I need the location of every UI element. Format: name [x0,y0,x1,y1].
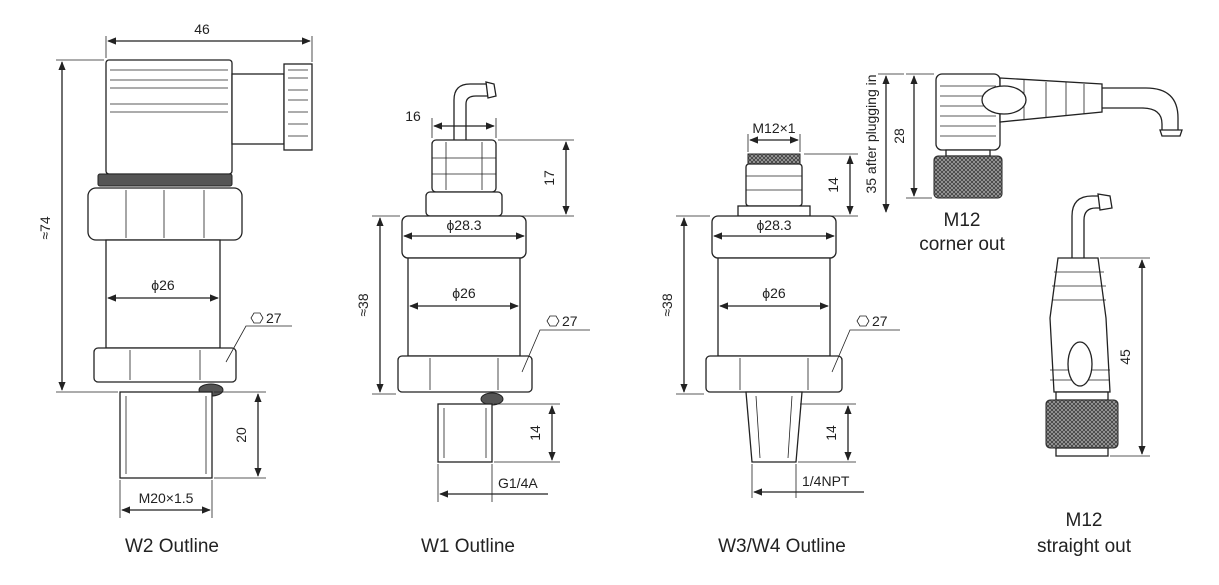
w2-connector-housing [105,59,233,175]
w1-oring [480,392,504,406]
w1-diameter-label: ϕ26 [452,285,476,301]
corner-height-label: 28 [891,128,907,144]
straight-tip [1055,447,1109,457]
w2-gland-ribs [288,69,308,137]
corner-caption-line2: corner out [919,234,1005,255]
w3-connector-knurl [747,153,801,165]
w2-outline: 46 ≈74 ϕ26 27 20 M20×1.5 W2 Outline [37,21,313,557]
w2-hex-leader [225,325,292,363]
w2-width-label: 46 [194,21,210,37]
w1-thread-spec-label: G1/4A [498,475,538,491]
w3-top-diameter-label: ϕ28.3 [756,217,791,233]
w2-body [105,239,221,349]
straight-cable-end [1097,193,1113,211]
w1-outline: 16 17 ϕ28.3 ≈38 ϕ26 27 14 G1/4A W1 Outli… [355,81,590,557]
w1-thread-length-label: 14 [527,425,543,441]
w1-thread-lines [443,408,487,458]
corner-connector-neck [945,149,991,157]
w1-hex-leader [521,329,590,373]
w1-cable-end [485,81,497,99]
m12-corner-outline: 28 35 after plugging in M12 corner out [863,73,1183,255]
w2-height-label: ≈74 [37,216,53,239]
w2-ring-flats [125,190,205,238]
corner-cable-end [1159,129,1183,137]
w3-hex [705,355,843,393]
w3-connector-label: M12×1 [752,120,795,136]
w2-hex-flats [129,350,201,380]
hexagon-icon [250,312,264,324]
w2-thread-lines [125,396,207,474]
straight-boot-grip [1067,341,1093,387]
w3-thread [745,391,803,463]
w1-gland-height-label: 17 [541,170,557,186]
w3-height-label: ≈38 [659,293,675,316]
w1-thread [437,403,493,463]
w3-thread-spec-label: 1/4NPT [802,473,850,489]
w1-hex-label: 27 [562,313,578,329]
corner-connector-ribs [940,85,996,137]
straight-cable [1071,195,1100,258]
hexagon-icon [546,315,560,327]
w3-connector-height-label: 14 [825,177,841,193]
corner-plug-note: 35 after plugging in [863,74,879,193]
w2-housing-ribs [110,69,228,113]
w1-caption: W1 Outline [421,536,515,557]
straight-boot [1049,257,1111,393]
w1-gland-flats [432,142,496,190]
w1-cable [453,83,488,140]
w3w4-outline: M12×1 14 ϕ28.3 ≈38 ϕ26 27 14 1/4NPT W3/W… [659,120,900,557]
w1-hex [397,355,533,393]
w3-thread-length-label: 14 [823,425,839,441]
straight-neck [1055,391,1109,401]
w3-connector-base [737,205,811,217]
w3-diameter-label: ϕ26 [762,285,786,301]
w1-top-diameter-label: ϕ28.3 [446,217,481,233]
w3-body [717,257,831,357]
w2-diameter-label: ϕ26 [151,277,175,293]
w1-gland-base [425,191,503,217]
w1-body [407,257,521,357]
w3-hex-label: 27 [872,313,888,329]
w2-gasket [97,173,233,187]
straight-boot-ribs [1050,271,1110,381]
w3-thread-lines [755,395,793,459]
corner-connector-knurl [933,155,1003,199]
corner-connector-body [935,73,1001,151]
w3-connector-lines [746,175,802,191]
w3-connector [745,163,803,207]
w2-thread [119,391,213,479]
w1-gland-nut [431,139,497,193]
m12-straight-outline: 45 M12 straight out [1037,193,1150,557]
w2-gland-nut [283,63,313,151]
w1-hex-flats [429,358,499,390]
w2-hex [93,347,237,383]
straight-height-label: 45 [1117,349,1133,365]
hexagon-icon [856,315,870,327]
straight-caption-line1: M12 [1066,510,1103,531]
w3-caption: W3/W4 Outline [718,536,846,557]
w2-ring [87,187,243,241]
w2-thread-length-label: 20 [233,427,249,443]
w3-hex-flats [739,358,809,390]
w3-hex-leader [831,329,900,373]
w2-hex-label: 27 [266,310,282,326]
w2-gland-body [231,73,285,145]
w1-gland-width-label: 16 [405,108,421,124]
straight-knurl [1045,399,1119,449]
w2-caption: W2 Outline [125,536,219,557]
straight-caption-line2: straight out [1037,536,1132,557]
corner-caption-line1: M12 [944,210,981,231]
corner-boot-grip [981,85,1027,115]
w1-height-label: ≈38 [355,293,371,316]
corner-cable [1102,87,1179,132]
w2-thread-spec-label: M20×1.5 [139,490,194,506]
